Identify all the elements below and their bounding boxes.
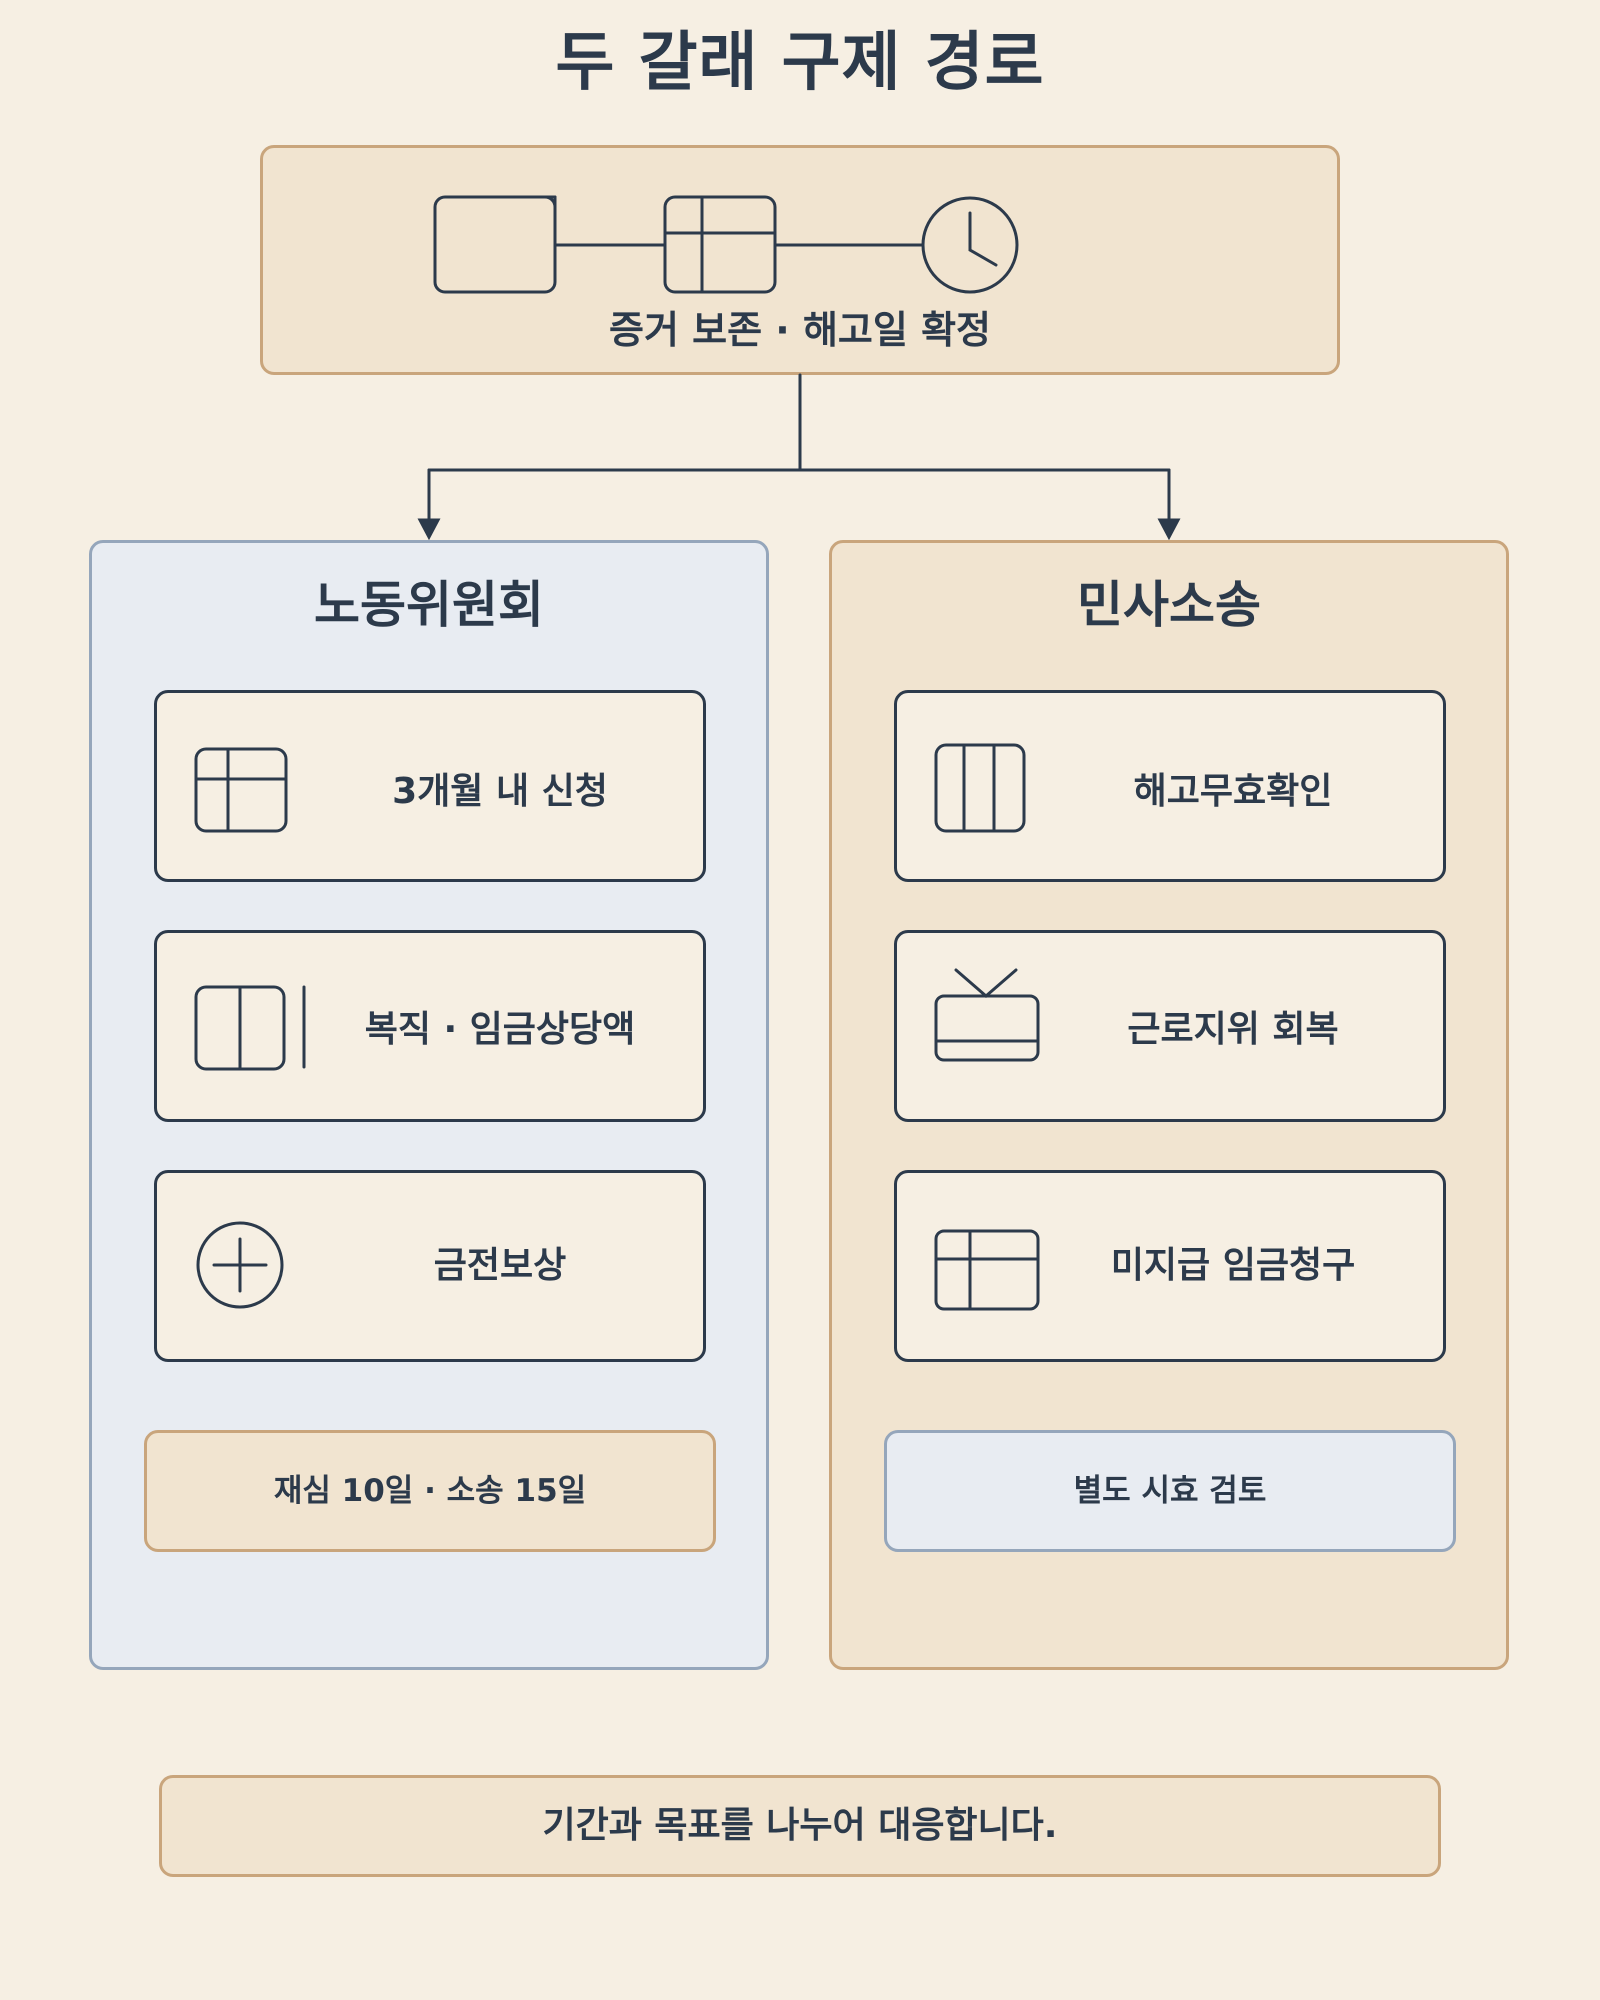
- card-label: 근로지위 회복: [1127, 1009, 1339, 1050]
- civil-suit-title: 민사소송: [1077, 576, 1261, 634]
- card-filing-deadline: [154, 690, 706, 882]
- start-label: 증거 보존 · 해고일 확정: [609, 308, 991, 352]
- calendar-icon: [194, 747, 288, 833]
- card-label: 금전보상: [433, 1245, 567, 1286]
- card-monetary-compensation: [154, 1170, 706, 1362]
- card-label: 해고무효확인: [1133, 771, 1333, 812]
- briefcase-icon: [934, 968, 1040, 1062]
- card-status-restoration: [894, 930, 1446, 1122]
- limitation-note: 별도 시효 검토: [884, 1430, 1456, 1552]
- branch-connector: [417, 373, 1181, 541]
- appeal-deadline-note: 재심 10일 · 소송 15일: [144, 1430, 716, 1552]
- ledger-icon: [934, 743, 1026, 833]
- footer-summary: 기간과 목표를 나누어 대응합니다.: [159, 1775, 1441, 1877]
- card-label: 미지급 임금청구: [1110, 1245, 1356, 1286]
- clock-icon: [921, 196, 1019, 294]
- card-label: 3개월 내 신청: [392, 771, 608, 812]
- card-reinstatement: [154, 930, 706, 1122]
- card-label: 복직 · 임금상당액: [364, 1009, 636, 1050]
- wallet-icon: [934, 1229, 1040, 1311]
- diagram-title: 두 갈래 구제 경로: [555, 26, 1045, 100]
- coin-icon: [196, 1221, 284, 1309]
- card-unpaid-wages: [894, 1170, 1446, 1362]
- door-icon: [194, 985, 306, 1071]
- labor-commission-title: 노동위원회: [314, 576, 544, 634]
- card-invalidity-confirmation: [894, 690, 1446, 882]
- start-box: [260, 145, 1340, 375]
- connector-line: [553, 243, 667, 247]
- connector-line: [773, 243, 925, 247]
